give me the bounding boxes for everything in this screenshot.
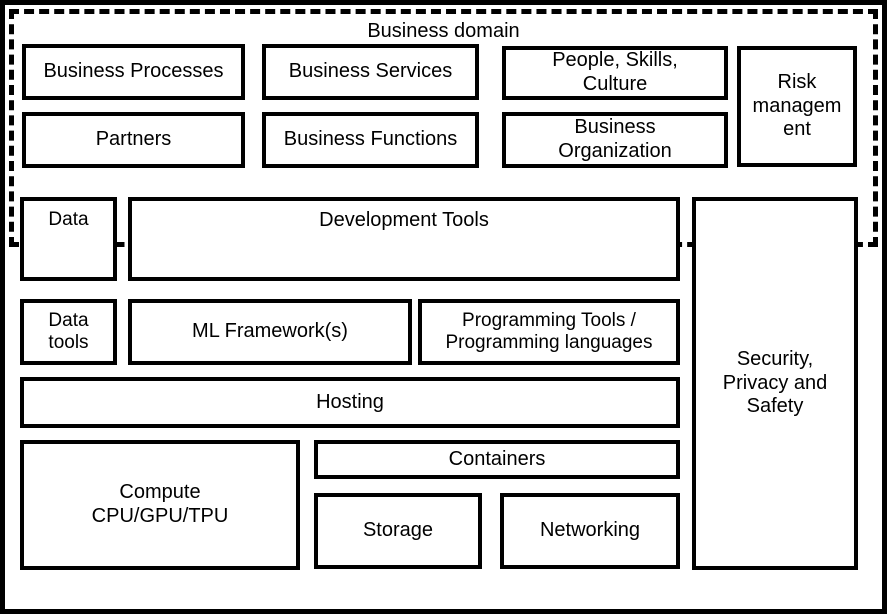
box-storage[interactable]: Storage [314, 493, 482, 569]
box-business-organization-label: Business Organization [558, 116, 672, 162]
box-ml-frameworks-label: ML Framework(s) [192, 320, 348, 343]
box-compute-label: Compute CPU/GPU/TPU [91, 481, 229, 527]
box-compute[interactable]: Compute CPU/GPU/TPU [20, 440, 300, 570]
box-programming-tools-label: Programming Tools / Programming language… [445, 309, 653, 353]
box-security-privacy-safety-label: Security, Privacy and Safety [722, 348, 828, 418]
box-containers[interactable]: Containers [314, 440, 680, 479]
box-data-tools[interactable]: Data tools [20, 299, 117, 365]
box-business-processes-label: Business Processes [43, 60, 224, 83]
box-partners-label: Partners [95, 128, 172, 151]
box-business-services-label: Business Services [288, 60, 453, 83]
box-containers-label: Containers [448, 447, 546, 470]
box-business-functions[interactable]: Business Functions [262, 112, 479, 168]
box-data[interactable]: Data [20, 197, 117, 281]
box-development-tools-label: Development Tools [319, 209, 489, 231]
box-risk-management[interactable]: Risk managem ent [737, 46, 857, 167]
box-business-organization[interactable]: Business Organization [502, 112, 728, 168]
box-security-privacy-safety[interactable]: Security, Privacy and Safety [692, 197, 858, 570]
box-business-processes[interactable]: Business Processes [22, 44, 245, 100]
box-people-skills-culture-label: People, Skills, Culture [552, 49, 678, 95]
box-data-tools-label: Data tools [48, 309, 89, 353]
box-people-skills-culture[interactable]: People, Skills, Culture [502, 46, 728, 100]
box-networking-label: Networking [539, 519, 641, 542]
box-networking[interactable]: Networking [500, 493, 680, 569]
box-business-services[interactable]: Business Services [262, 44, 479, 100]
business-domain-title: Business domain [367, 20, 520, 42]
box-development-tools[interactable]: Development Tools [128, 197, 680, 281]
box-business-functions-label: Business Functions [283, 128, 458, 151]
box-hosting-label: Hosting [316, 390, 384, 413]
box-storage-label: Storage [362, 519, 434, 542]
box-ml-frameworks[interactable]: ML Framework(s) [128, 299, 412, 365]
box-programming-tools[interactable]: Programming Tools / Programming language… [418, 299, 680, 365]
box-data-label: Data [48, 209, 89, 230]
box-hosting[interactable]: Hosting [20, 377, 680, 428]
box-partners[interactable]: Partners [22, 112, 245, 168]
box-risk-management-label: Risk managem ent [752, 71, 842, 141]
